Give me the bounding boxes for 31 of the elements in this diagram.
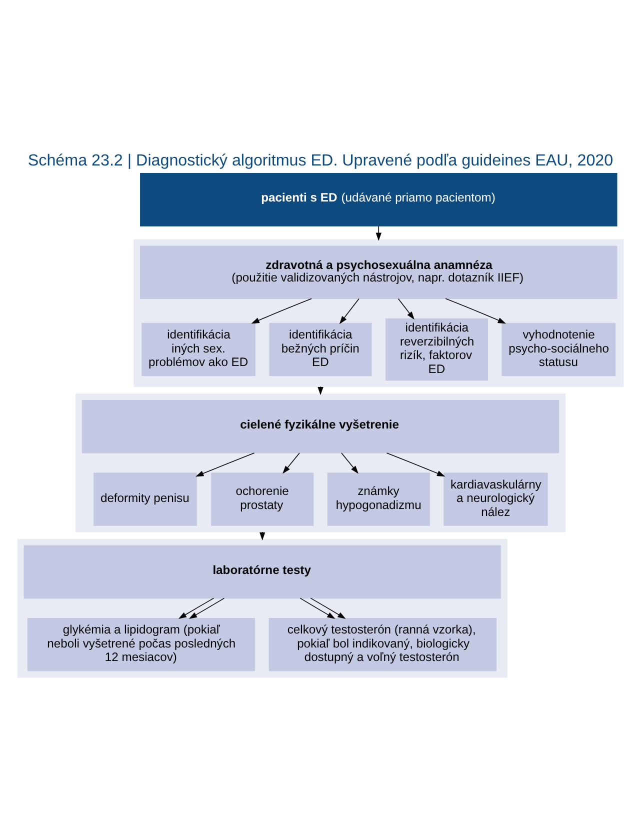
node-box: zdravotná a psychosexuálna anamnéza (použitie validizovaných nástrojov, napr. dotazník IIEF) (140, 245, 618, 299)
arrow (300, 597, 336, 618)
node-box: identifikácia iných sex. problémov ako ED (142, 322, 256, 376)
cluster (75, 392, 566, 532)
arrow (310, 597, 346, 618)
node-box: celkový testosterón (ranná vzorka), pokiaľ bol indikovaný, biologicky dostupný a voľný testosterón (268, 617, 497, 671)
node-box: ochorenie prostaty (211, 472, 314, 526)
cluster (17, 538, 508, 678)
node-box: glykémia a lipidogram (pokiaľ neboli vyšetrené počas posledných 12 mesiacov) (27, 617, 256, 671)
node-box: pacienti s ED (udávané priamo pacientom) (140, 172, 618, 226)
node-box: identifikácia reverzibilných rizík, faktorov ED (386, 318, 488, 380)
node-box: laboratórne testy (24, 544, 501, 598)
node-box: deformity penisu (94, 472, 197, 526)
arrow (339, 298, 360, 324)
diagram-title: Schéma 23.2 | Diagnostický algoritmus ED. Upravené podľa guideines EAU, 2020 (28, 150, 614, 169)
cluster (134, 238, 624, 387)
node-box: cielené fyzikálne vyšetrenie (82, 399, 560, 453)
node-box: vyhodnotenie psycho-sociálneho statusu (502, 322, 616, 376)
arrow (341, 452, 358, 474)
node-box: kardiavaskulárny a neurologický nález (444, 472, 548, 526)
arrow (196, 452, 255, 476)
arrow (188, 597, 225, 618)
arrow (376, 225, 382, 240)
node-box: identifikácia bežných príčin ED (269, 322, 372, 376)
node-box: známky hypogonadizmu (327, 472, 430, 526)
arrow (282, 452, 300, 474)
arrow (398, 298, 414, 320)
arrow (178, 597, 214, 618)
arrow (386, 452, 446, 476)
arrow (445, 298, 506, 324)
arrow (251, 298, 312, 324)
